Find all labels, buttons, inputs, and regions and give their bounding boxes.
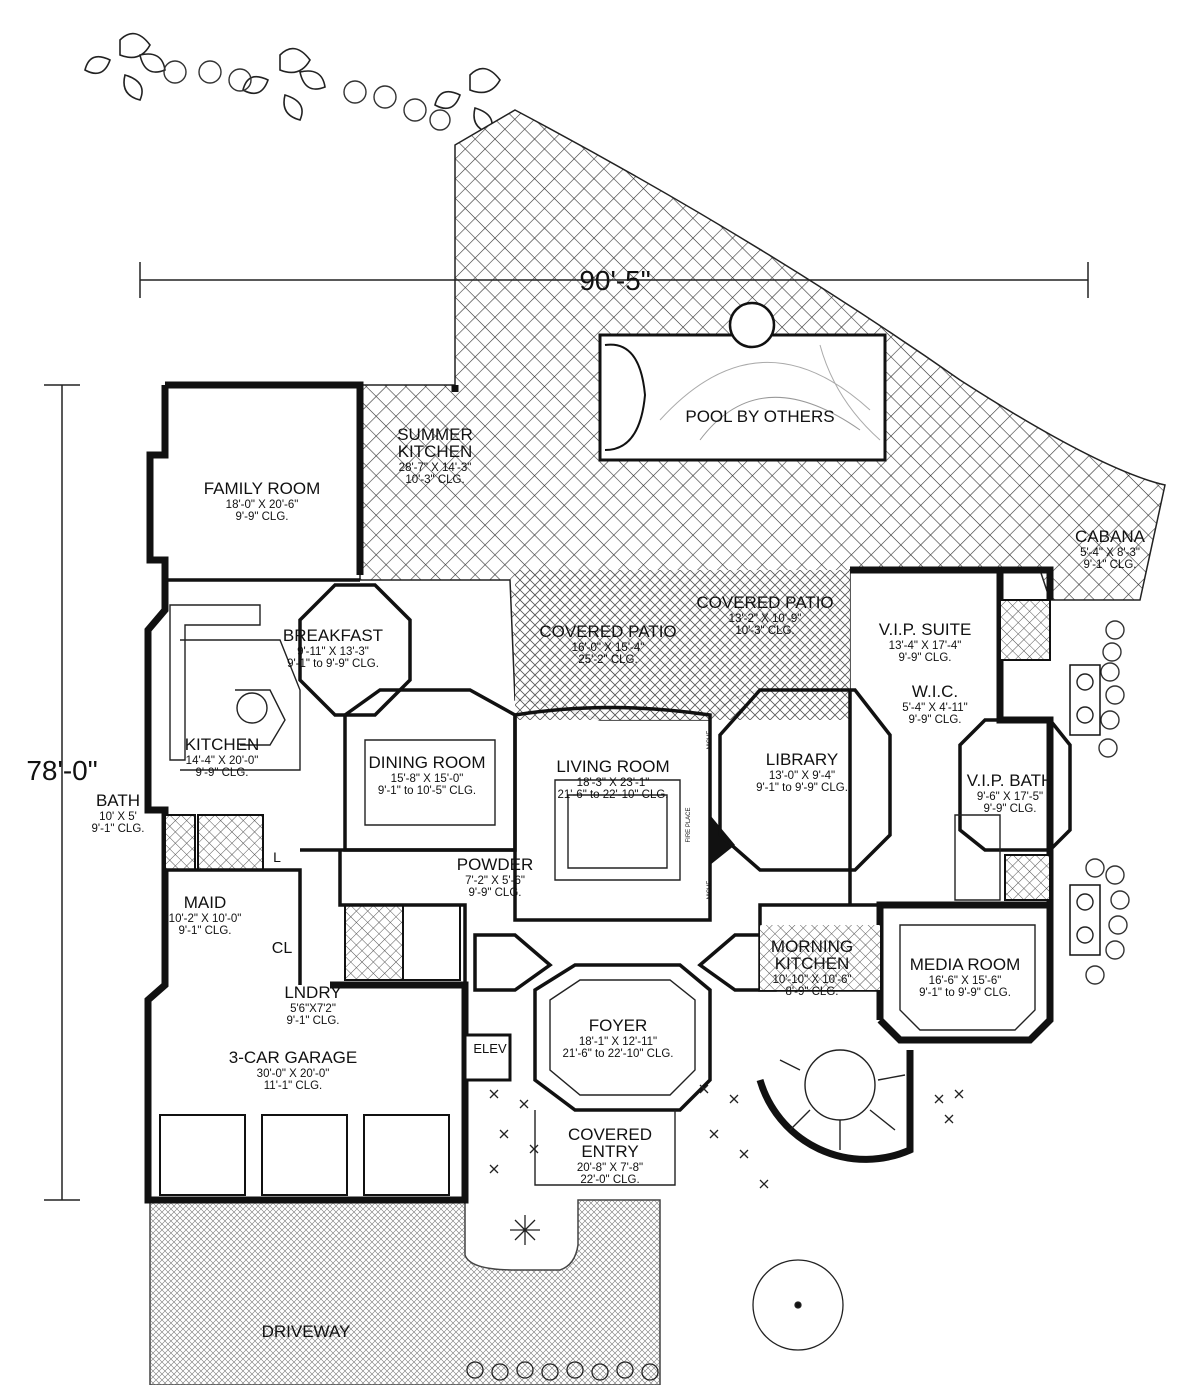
room-ceiling: 25'-2" CLG. (578, 654, 637, 666)
room-dimensions: 10'-2" X 10'-0" (169, 913, 242, 925)
room-dimensions: 5'-4" X 4'-11" (902, 702, 967, 714)
elev-label: ELEV (473, 1041, 507, 1056)
room-ceiling: 21'-6" to 22'-10" CLG. (557, 789, 668, 801)
room-name: W.I.C. (912, 682, 958, 701)
room-ceiling: 9'-1" CLG. (287, 1015, 340, 1027)
room-name: MORNING (771, 937, 853, 956)
room-name: DRIVEWAY (262, 1322, 351, 1341)
pool (598, 301, 887, 462)
room-ceiling: 9'-1" to 9'-9" CLG. (287, 658, 379, 670)
room-name: MAID (184, 893, 227, 912)
room-name: CABANA (1075, 527, 1146, 546)
room-dimensions: 13'-0" X 9'-4" (769, 770, 835, 782)
room-dimensions: 10' X 5' (99, 811, 137, 823)
room-ceiling: 22'-0" CLG. (580, 1174, 639, 1186)
room-ceiling: 9'-9" CLG. (909, 714, 962, 726)
room-ceiling: 10'-3" CLG. (735, 625, 794, 637)
room-name: BREAKFAST (283, 626, 383, 645)
room-dimensions: 5'6"X7'2" (290, 1003, 336, 1015)
room-dimensions: 16'-6" X 15'-6" (929, 975, 1002, 987)
room-ceiling: 9'-1" CLG. (179, 925, 232, 937)
room-ceiling: 9'-9" CLG. (899, 652, 952, 664)
room-ceiling: 10'-3" CLG. (405, 474, 464, 486)
depth-dimension: 78'-0" (26, 755, 97, 786)
exterior-walls (144, 381, 1054, 1204)
room-name: FOYER (589, 1016, 648, 1035)
room-ceiling: 9'-1" CLG. (1084, 559, 1137, 571)
niche-label: NICHE (707, 731, 713, 750)
room-name: LNDRY (284, 983, 341, 1002)
room-name: POOL BY OTHERS (685, 407, 834, 426)
room-name: COVERED PATIO (539, 622, 676, 641)
room-ceiling: 9'-9" CLG. (236, 511, 289, 523)
room-ceiling: 8'-9" CLG. (786, 986, 839, 998)
room-dimensions: 13'-2" X 10'-9" (729, 613, 802, 625)
room-dimensions: 16'-0" X 15'-4" (572, 642, 645, 654)
courtyard-plants (466, 1084, 964, 1381)
room-dimensions: 20'-8" X 7'-8" (577, 1162, 643, 1174)
room-name: 3-CAR GARAGE (229, 1048, 357, 1067)
room-ceiling: 9'-9" CLG. (469, 887, 522, 899)
dimension-lines (44, 262, 1089, 1201)
room-name: KITCHEN (398, 442, 473, 461)
plant-icon (434, 67, 501, 134)
room-name: LIBRARY (766, 750, 838, 769)
room-dimensions: 14'-4" X 20'-0" (186, 755, 259, 767)
room-ceiling: 9'-9" CLG. (196, 767, 249, 779)
room-name: V.I.P. BATH (967, 771, 1054, 790)
room-name: FAMILY ROOM (204, 479, 321, 498)
room-ceiling: 9'-1" CLG. (92, 823, 145, 835)
l-label: L (273, 849, 281, 865)
covered-patio-area (515, 570, 850, 720)
room-name: DINING ROOM (368, 753, 485, 772)
room-name: SUMMER (397, 425, 473, 444)
room-dimensions: 28'-7" X 14'-3" (399, 462, 472, 474)
width-dimension: 90'-5" (579, 265, 650, 296)
room-ceiling: 21'-6" to 22'-10" CLG. (562, 1048, 673, 1060)
room-dimensions: 9'-11" X 13'-3" (297, 646, 369, 658)
room-dimensions: 30'-0" X 20'-0" (257, 1068, 330, 1080)
shrub-row (163, 60, 1130, 985)
interior-walls (159, 578, 1101, 1196)
room-ceiling: 9'-9" CLG. (984, 803, 1037, 815)
room-name: KITCHEN (775, 954, 850, 973)
room-name: LIVING ROOM (556, 757, 669, 776)
driveway (149, 1199, 661, 1385)
plant-icon (84, 32, 166, 101)
room-name: BATH (96, 791, 140, 810)
room-name: POWDER (457, 855, 534, 874)
room-dimensions: 15'-8" X 15'-0" (391, 773, 464, 785)
room-name: ENTRY (581, 1142, 638, 1161)
room-name: V.I.P. SUITE (879, 620, 972, 639)
room-dimensions: 9'-6" X 17'-5" (977, 791, 1043, 803)
room-dimensions: 7'-2" X 5'-6" (465, 875, 525, 887)
room-name: KITCHEN (185, 735, 260, 754)
room-dimensions: 5'-4" X 8'-3" (1080, 547, 1140, 559)
room-name: MEDIA ROOM (910, 955, 1021, 974)
room-ceiling: 9'-1" to 9'-9" CLG. (756, 782, 848, 794)
room-ceiling: 9'-1" to 10'-5" CLG. (378, 785, 476, 797)
room-dimensions: 18'-0" X 20'-6" (226, 499, 299, 511)
room-ceiling: 11'-1" CLG. (264, 1080, 322, 1092)
room-dimensions: 13'-4" X 17'-4" (889, 640, 962, 652)
room-name: COVERED PATIO (696, 593, 833, 612)
room-dimensions: 18'-1" X 12'-11" (579, 1036, 657, 1048)
room-dimensions: 18'-3" X 23'-1" (577, 777, 650, 789)
plant-icon (242, 47, 326, 121)
room-dimensions: 10'-10" X 10'-6" (772, 974, 851, 986)
fireplace-label: FIRE PLACE (686, 807, 692, 842)
cl-label: CL (272, 940, 293, 957)
niche-label: NICHE (707, 881, 713, 900)
room-ceiling: 9'-1" to 9'-9" CLG. (919, 987, 1011, 999)
room-name: COVERED (568, 1125, 652, 1144)
